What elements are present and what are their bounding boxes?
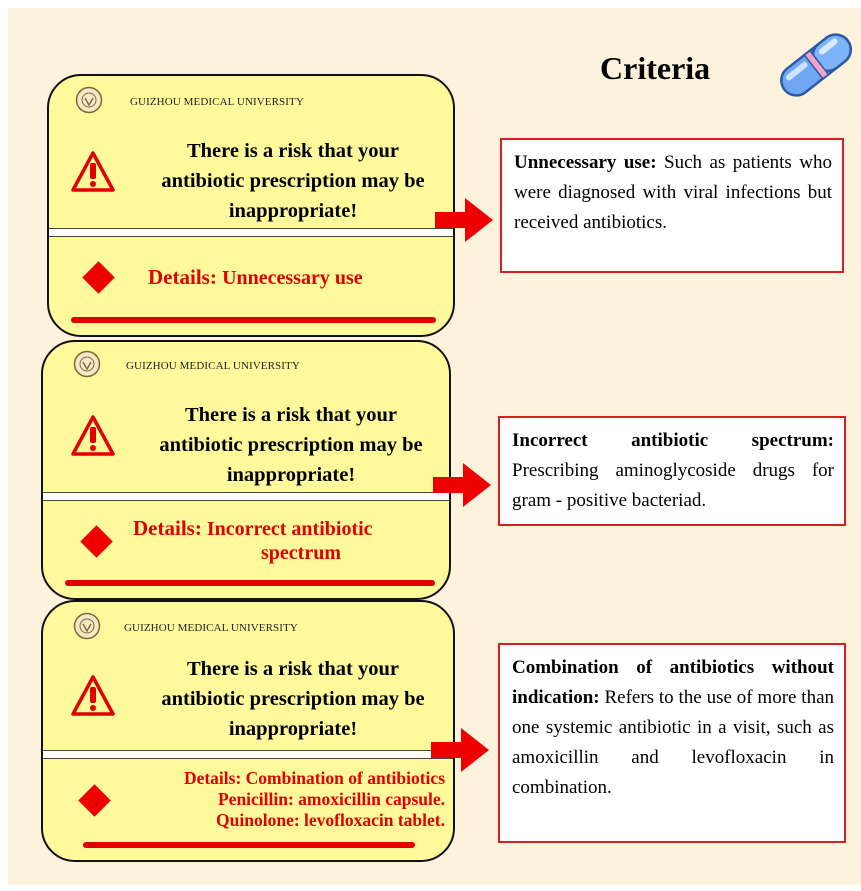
red-underline (71, 317, 436, 323)
divider (43, 750, 453, 759)
divider (49, 228, 453, 237)
university-name: GUIZHOU MEDICAL UNIVERSITY (126, 360, 300, 372)
university-name: GUIZHOU MEDICAL UNIVERSITY (124, 622, 298, 634)
risk-warning-text: There is a risk that your antibiotic pre… (161, 140, 425, 222)
details-text: Details: Unnecessary use (148, 265, 363, 289)
university-logo-icon (73, 350, 101, 378)
warning-triangle-icon (71, 675, 115, 716)
university-logo-icon (75, 86, 103, 114)
right-arrow-icon (435, 198, 493, 242)
details-text: Details: Incorrect antibiotic spectrum (133, 516, 373, 564)
right-arrow-icon (431, 728, 489, 772)
divider (43, 492, 449, 501)
risk-warning-text: There is a risk that your antibiotic pre… (161, 658, 425, 740)
red-underline (83, 842, 415, 848)
criteria-box-unnecessary-use: Unnecessary use: Such as patients who we… (500, 138, 844, 273)
university-logo-icon (73, 612, 101, 640)
university-name: GUIZHOU MEDICAL UNIVERSITY (130, 96, 304, 108)
right-arrow-icon (433, 463, 491, 507)
criteria-box-incorrect-spectrum: Incorrect antibiotic spectrum: Prescribi… (498, 416, 846, 526)
alert-card-2: GUIZHOU MEDICAL UNIVERSITY There is a ri… (41, 340, 451, 600)
alert-card-3: GUIZHOU MEDICAL UNIVERSITY There is a ri… (41, 600, 455, 862)
risk-warning-text: There is a risk that your antibiotic pre… (159, 404, 423, 486)
criteria-box-combination: Combination of antibiotics without indic… (498, 643, 846, 843)
warning-triangle-icon (71, 415, 115, 456)
figure-canvas: Criteria GUIZHOU MEDICAL UNIVERSITY Ther… (8, 8, 861, 885)
warning-triangle-icon (71, 151, 115, 192)
red-diamond-icon (78, 784, 111, 817)
red-diamond-icon (80, 525, 113, 558)
capsule-pill-icon (780, 33, 852, 97)
red-diamond-icon (82, 261, 115, 294)
criteria-title: Criteria (600, 50, 711, 86)
alert-card-1: GUIZHOU MEDICAL UNIVERSITY There is a ri… (47, 74, 455, 337)
details-text: Details: Combination of antibiotics Peni… (183, 768, 445, 830)
red-underline (65, 580, 435, 586)
